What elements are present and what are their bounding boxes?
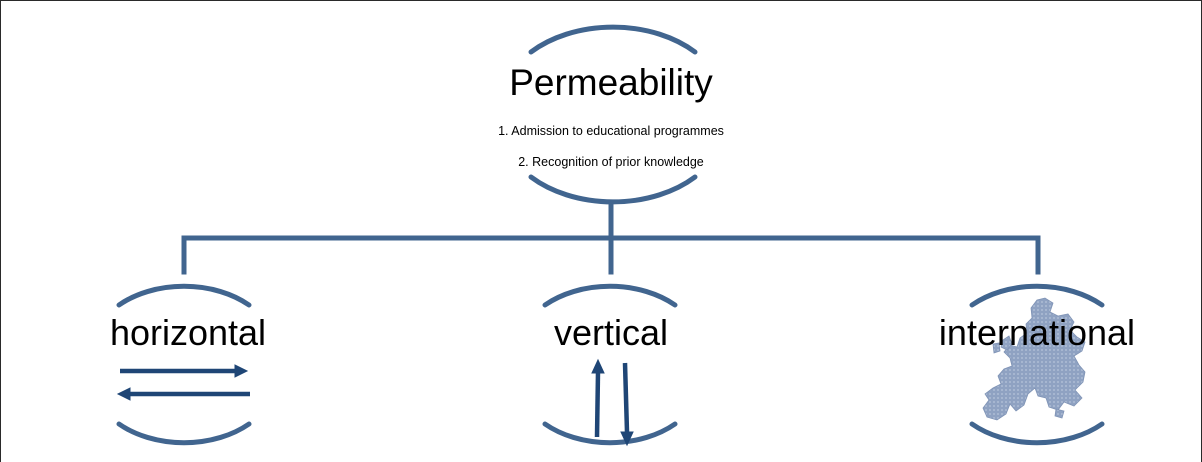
subtitle-admission: 1. Admission to educational programmes — [498, 124, 724, 138]
left-right-arrows-icon — [116, 364, 250, 401]
root-top-arc — [528, 24, 698, 55]
europe-map-icon — [982, 297, 1086, 421]
root-bottom-arc — [528, 174, 698, 205]
horizontal-node-brackets — [116, 283, 252, 446]
node-label-vertical: vertical — [553, 312, 669, 353]
subtitle-recognition: 2. Recognition of prior knowledge — [518, 155, 704, 169]
node-label-horizontal: horizontal — [109, 312, 267, 353]
diagram-title: Permeability — [509, 62, 713, 103]
connector-tree — [181, 202, 1041, 275]
root-node-brackets — [528, 24, 698, 205]
international-node-brackets — [969, 283, 1105, 446]
up-down-arrows-icon — [591, 358, 634, 447]
vertical-node-brackets — [542, 283, 678, 446]
node-label-international: international — [938, 312, 1136, 353]
